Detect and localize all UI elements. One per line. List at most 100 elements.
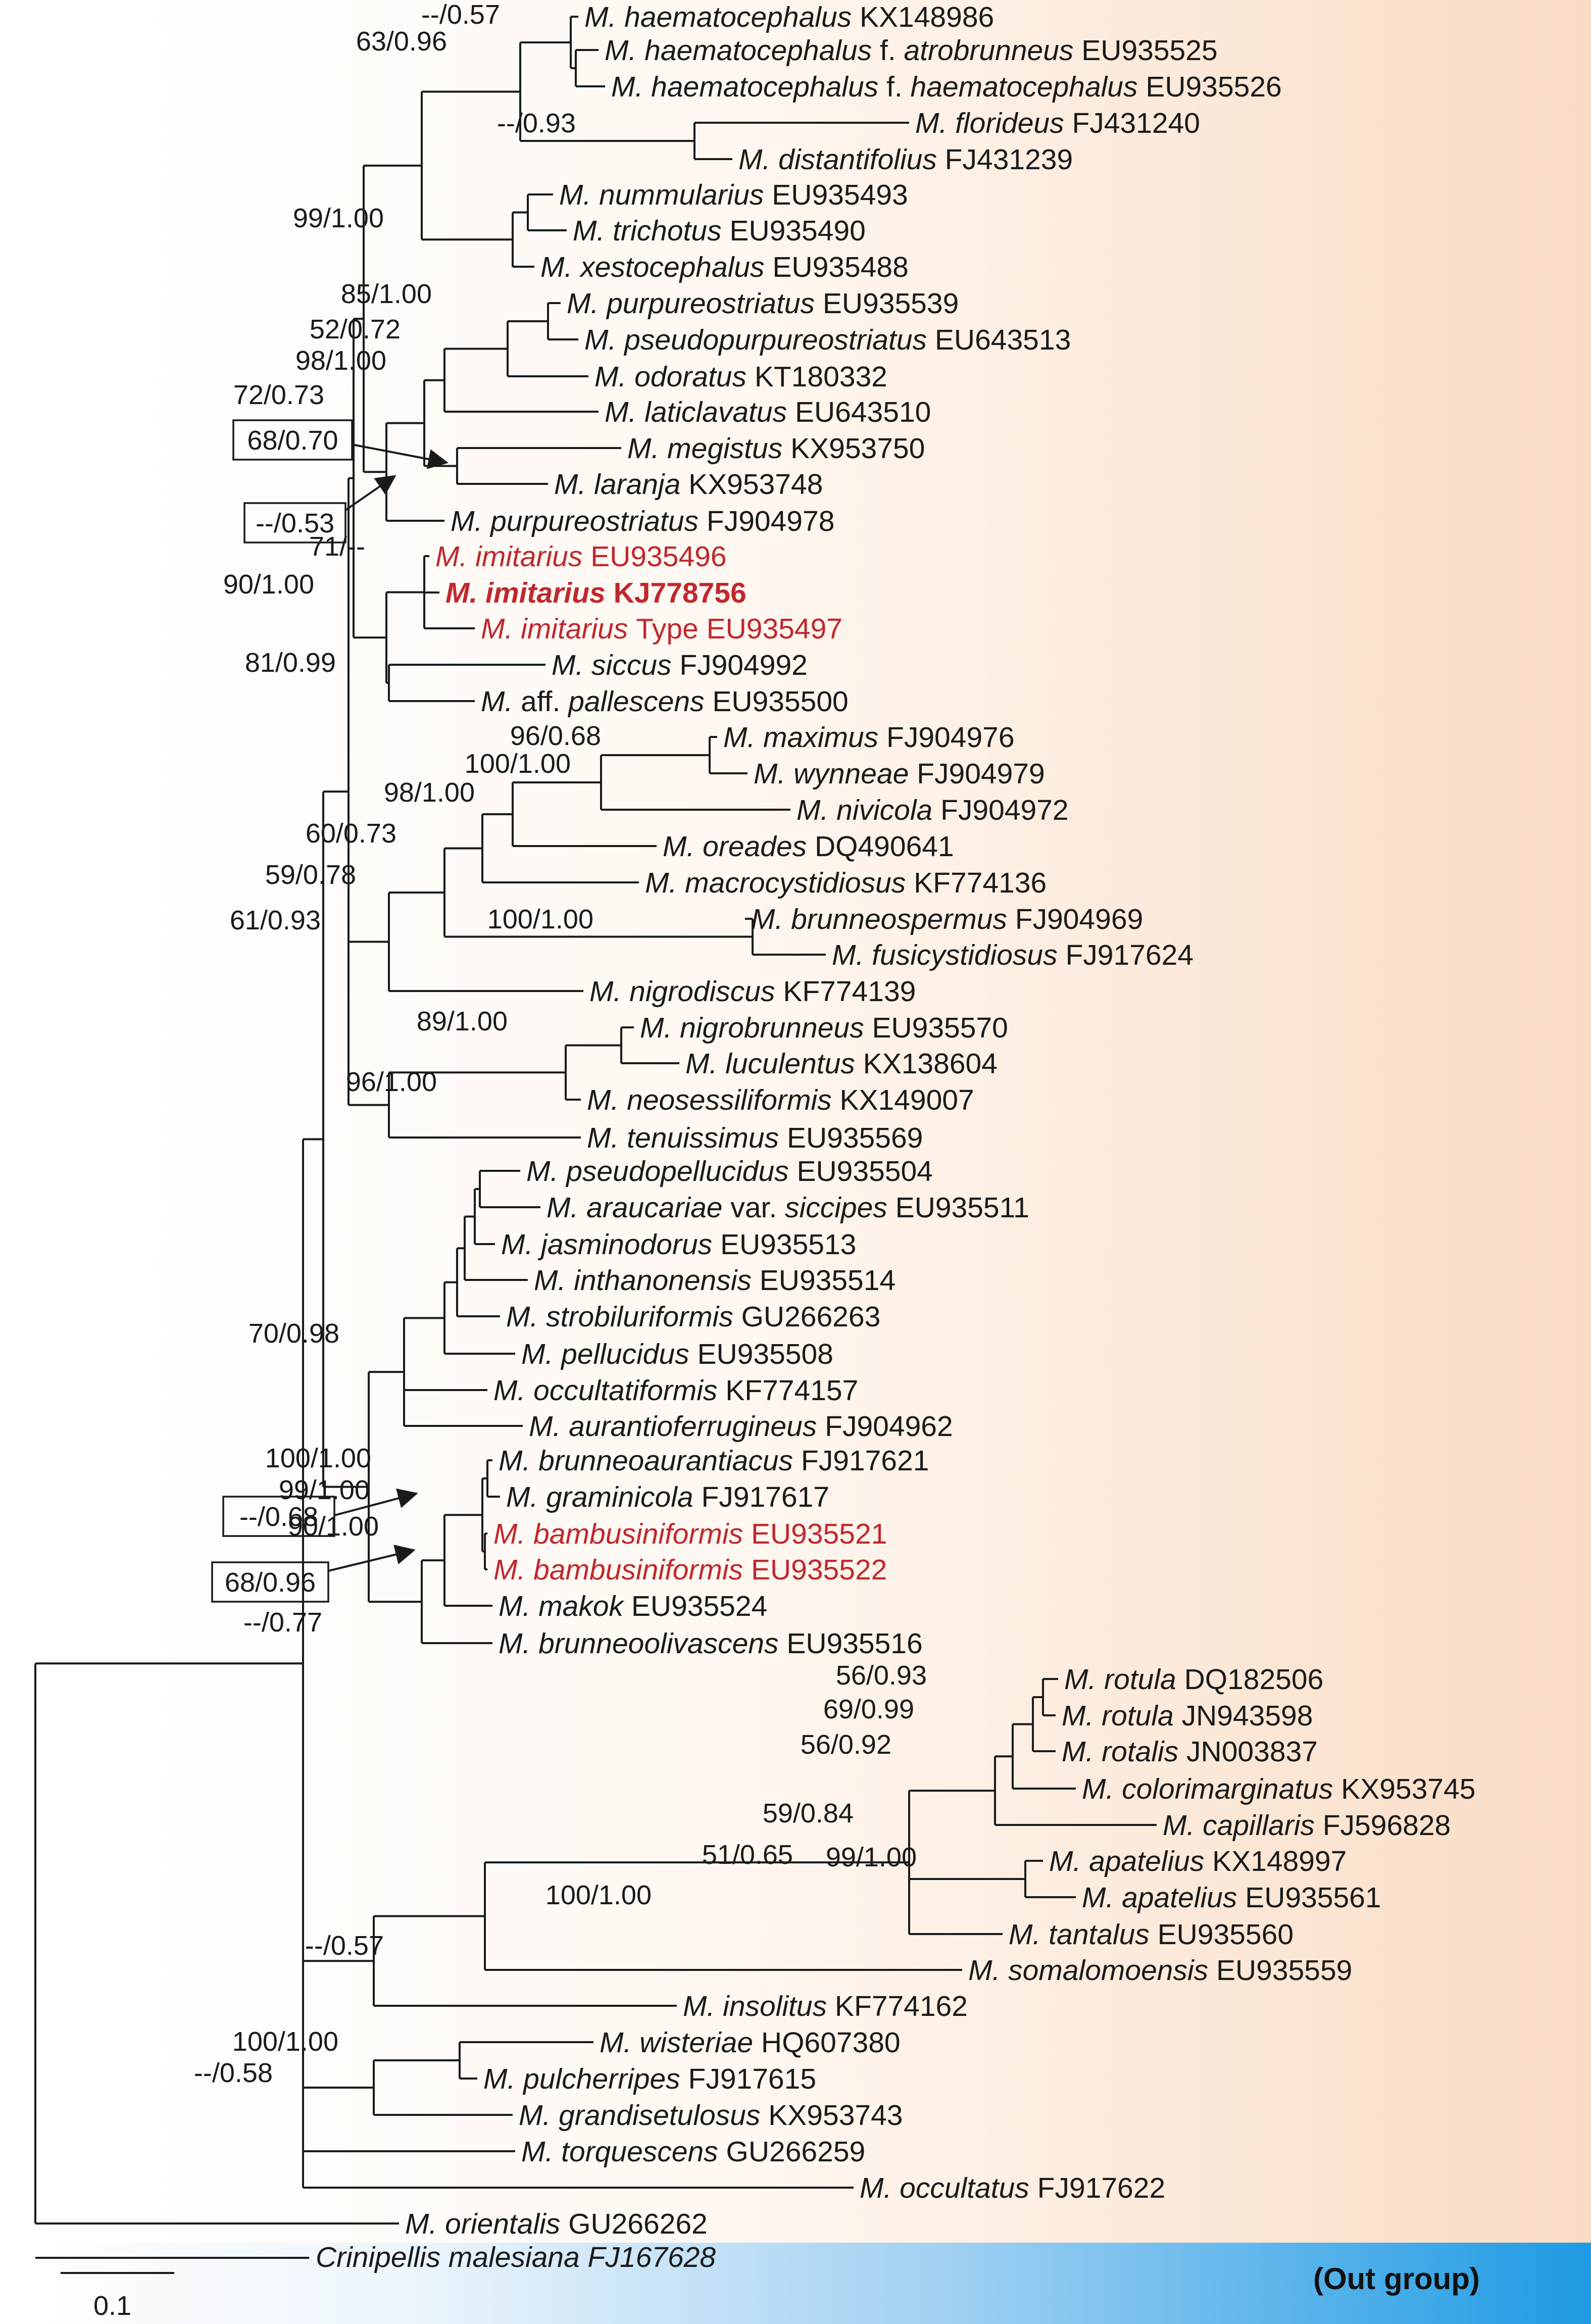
taxon-species: occultatiformis: [533, 1374, 725, 1407]
taxon-accession: EU935497: [707, 613, 842, 645]
taxon-label-t16: M. imitarius EU935496: [435, 540, 727, 573]
taxon-label-t55: M. somalomoensis EU935559: [968, 1954, 1352, 1987]
taxon-species: graminicola: [546, 1481, 701, 1513]
support-value-s25: --/0.77: [243, 1607, 322, 1638]
support-value-s31: 99/1.00: [826, 1842, 917, 1872]
taxon-species: brunneoaurantiacus: [538, 1445, 801, 1477]
taxon-species: laticlavatus: [644, 396, 795, 428]
taxon-species: brunneoolivascens: [538, 1627, 786, 1660]
taxon-species: luculentus: [725, 1048, 863, 1080]
taxon-label-t23: M. nivicola FJ904972: [797, 794, 1069, 826]
taxon-accession: EU935524: [631, 1590, 767, 1622]
taxon-species: pseudopellucidus: [565, 1155, 797, 1188]
taxon-genus: M.: [573, 215, 613, 247]
boxed-support-frame-b4: [211, 1561, 329, 1603]
taxon-species: maximus: [763, 721, 886, 754]
taxon-label-t27: M. fusicystidiosus FJ917624: [832, 939, 1194, 971]
taxon-label-t5: M. distantifolius FJ431239: [738, 143, 1073, 176]
taxon-species: pellucidus: [560, 1338, 697, 1370]
taxon-label-t40: M. aurantioferrugineus FJ904962: [529, 1410, 953, 1443]
taxon-genus: M.: [554, 468, 594, 501]
taxon-type-mark: Type: [636, 613, 706, 645]
taxon-genus: M.: [481, 685, 521, 718]
taxon-accession: KJ778756: [614, 577, 747, 609]
taxon-label-t19: M. siccus FJ904992: [552, 649, 808, 681]
taxon-genus: M.: [738, 143, 778, 176]
support-value-s28: 56/0.92: [801, 1729, 891, 1760]
taxon-species: siccipes: [785, 1192, 887, 1224]
boxed-support-arrow-b3: [334, 1488, 418, 1516]
support-value-s11: 81/0.99: [245, 648, 336, 678]
taxon-species: bambusiniformis: [533, 1554, 751, 1586]
taxon-species: haematocephalus: [911, 71, 1138, 103]
taxon-genus: M.: [506, 1481, 546, 1513]
taxon-accession: EU935508: [698, 1338, 833, 1370]
taxon-label-t13: M. megistus KX953750: [627, 432, 925, 465]
support-value-s3: --/0.93: [497, 108, 576, 138]
taxon-genus: M.: [521, 2136, 561, 2168]
taxon-genus: M.: [751, 903, 791, 935]
taxon-species: rotula: [1102, 1700, 1181, 1732]
taxon-genus: M.: [521, 1338, 561, 1370]
support-value-s27: 69/0.99: [823, 1694, 914, 1724]
taxon-label-t9: M. purpureostriatus EU935539: [567, 287, 959, 320]
taxon-label-t7: M. trichotus EU935490: [573, 215, 866, 247]
taxon-species: siccus: [591, 649, 679, 681]
taxon-genus: M.: [552, 649, 591, 681]
taxon-accession: EU935561: [1245, 1882, 1381, 1914]
boxed-support-frame-b3: [222, 1496, 335, 1537]
taxon-genus: M.: [1163, 1809, 1203, 1842]
scale-bar-label: 0.1: [93, 2291, 131, 2321]
taxon-accession: GU266262: [568, 2208, 708, 2240]
taxon-species: strobiluriformis: [546, 1301, 741, 1333]
taxon-label-t43: M. bambusiniformis EU935521: [493, 1518, 887, 1550]
outgroup-band: [0, 2243, 1591, 2324]
taxon-accession: DQ182506: [1184, 1663, 1324, 1696]
support-value-s34: 100/1.00: [232, 2026, 338, 2057]
taxon-label-t1: M. haematocephalus KX148986: [584, 1, 994, 33]
support-value-s32: 100/1.00: [545, 1880, 652, 1910]
taxon-species: megistus: [667, 432, 790, 465]
taxon-species: nivicola: [836, 794, 940, 826]
taxon-accession: FJ904969: [1015, 903, 1143, 935]
support-value-s9: 71/--: [309, 531, 365, 562]
support-value-s17: 100/1.00: [487, 904, 593, 934]
taxon-genus: M.: [860, 2172, 900, 2204]
taxon-accession: EU935560: [1158, 1918, 1294, 1951]
taxon-label-t36: M. inthanonensis EU935514: [534, 1264, 896, 1297]
taxon-species: xestocephalus: [579, 251, 772, 283]
taxon-accession: FJ917615: [688, 2063, 817, 2095]
taxon-label-t56: M. insolitus KF774162: [683, 1990, 968, 2022]
taxon-label-t33: M. pseudopellucidus EU935504: [526, 1155, 933, 1188]
taxon-label-t49: M. rotalis JN003837: [1062, 1736, 1318, 1768]
taxon-accession: EU935496: [590, 540, 726, 573]
taxon-accession: KF774139: [783, 975, 916, 1008]
taxon-accession: EU935514: [760, 1264, 896, 1297]
taxon-label-t6: M. nummularius EU935493: [559, 179, 908, 211]
support-value-s23: 99/1.00: [279, 1475, 370, 1505]
taxon-species: tenuissimus: [627, 1122, 787, 1154]
taxon-accession: KX953745: [1341, 1773, 1475, 1805]
taxon-accession: EU935570: [872, 1012, 1008, 1044]
taxon-accession: EU935493: [772, 179, 908, 211]
taxon-genus: M.: [1049, 1845, 1089, 1877]
taxon-genus: M.: [594, 361, 634, 393]
taxon-genus: M.: [529, 1410, 569, 1443]
taxon-species: atrobrunneus: [904, 34, 1074, 67]
taxon-accession: FJ904978: [707, 505, 835, 537]
taxon-label-t21: M. maximus FJ904976: [723, 721, 1015, 754]
taxon-accession: GU266259: [726, 2136, 866, 2168]
boxed-support-value-b4: 68/0.96: [225, 1567, 316, 1598]
boxed-support-value-b3: --/0.68: [239, 1502, 318, 1532]
support-value-s7: 98/1.00: [295, 345, 386, 376]
taxon-species: bambusiniformis: [533, 1518, 751, 1550]
support-value-s20: 96/1.00: [346, 1067, 437, 1097]
taxon-genus: M.: [499, 1590, 538, 1622]
taxon-accession: KF774157: [725, 1374, 858, 1407]
taxon-accession: KX953748: [688, 468, 823, 501]
taxon-accession: EU935559: [1216, 1954, 1352, 1987]
support-value-s26: 56/0.93: [836, 1660, 927, 1691]
taxon-genus: M.: [493, 1554, 533, 1586]
taxon-label-t25: M. macrocystidiosus KF774136: [645, 867, 1047, 899]
